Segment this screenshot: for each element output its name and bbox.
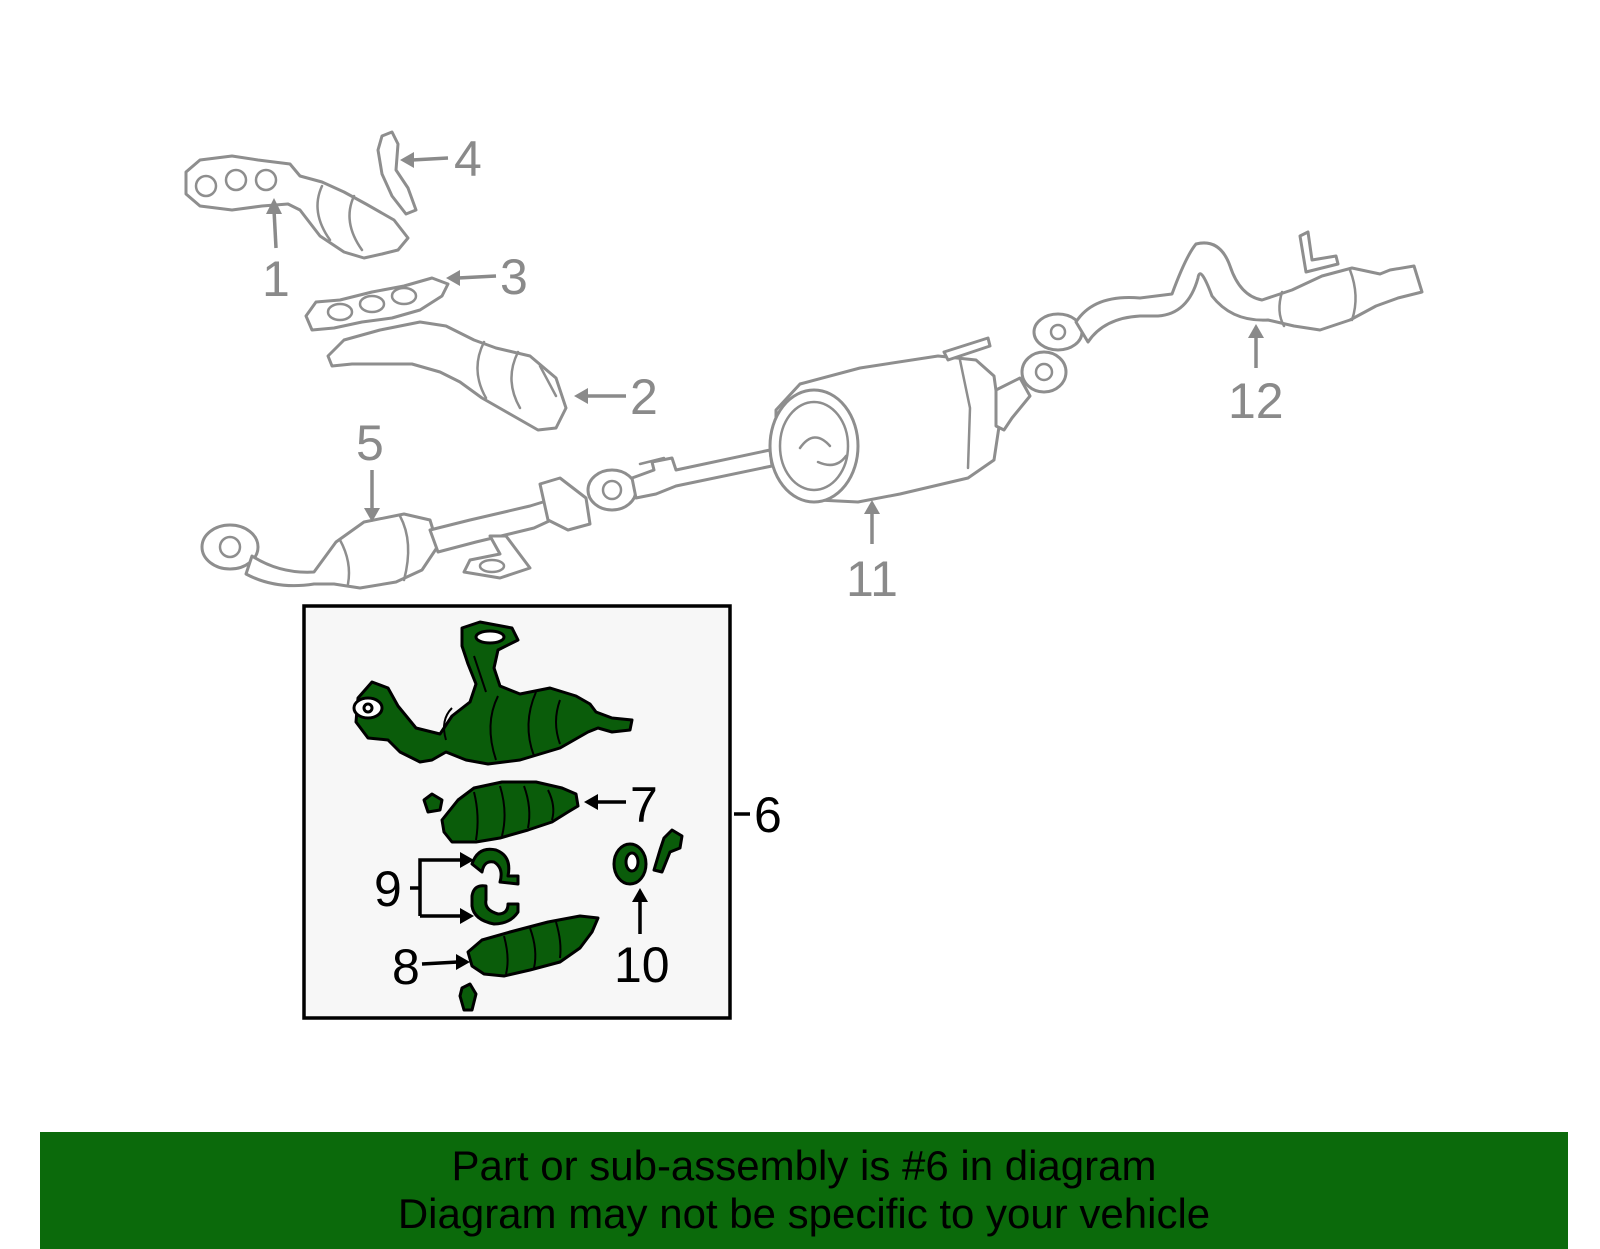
part-5-front-pipe xyxy=(200,476,592,590)
callout-8: 8 xyxy=(392,939,420,995)
part-3-gasket xyxy=(304,276,450,332)
part-1-exhaust-manifold xyxy=(184,154,410,260)
center-pipe-flange xyxy=(586,448,774,512)
part-6-highlight-box: 7 9 10 8 xyxy=(302,604,732,1020)
banner-line-1: Part or sub-assembly is #6 in diagram xyxy=(451,1142,1157,1189)
callout-3: 3 xyxy=(500,249,528,305)
info-banner: Part or sub-assembly is #6 in diagram Di… xyxy=(40,1132,1568,1249)
callout-10: 10 xyxy=(614,937,670,993)
callout-7: 7 xyxy=(630,777,658,833)
callout-12: 12 xyxy=(1228,373,1284,429)
gray-callouts: 1 4 3 2 5 11 12 xyxy=(262,131,1284,607)
callout-1: 1 xyxy=(262,251,290,307)
part-4-bracket xyxy=(376,130,418,216)
callout-5: 5 xyxy=(356,415,384,471)
part-12-tail-pipe xyxy=(1032,230,1424,352)
callout-6-group: 6 xyxy=(734,787,782,843)
callout-6: 6 xyxy=(754,787,782,843)
callout-11: 11 xyxy=(846,551,898,607)
part-2-exhaust-manifold xyxy=(326,320,568,432)
black-callouts: 7 9 10 8 xyxy=(374,777,670,995)
callout-2: 2 xyxy=(630,369,658,425)
callout-4: 4 xyxy=(454,131,482,187)
callout-9: 9 xyxy=(374,861,402,917)
banner-line-2: Diagram may not be specific to your vehi… xyxy=(397,1190,1211,1237)
part-11-muffler xyxy=(768,336,1068,504)
part-7-heat-shield xyxy=(422,780,580,844)
part-10-gasket-bolt xyxy=(612,828,684,886)
part-9-clamps xyxy=(470,847,520,926)
part-6-catalytic-converter xyxy=(352,620,634,766)
part-8-heat-shield xyxy=(458,914,600,1012)
